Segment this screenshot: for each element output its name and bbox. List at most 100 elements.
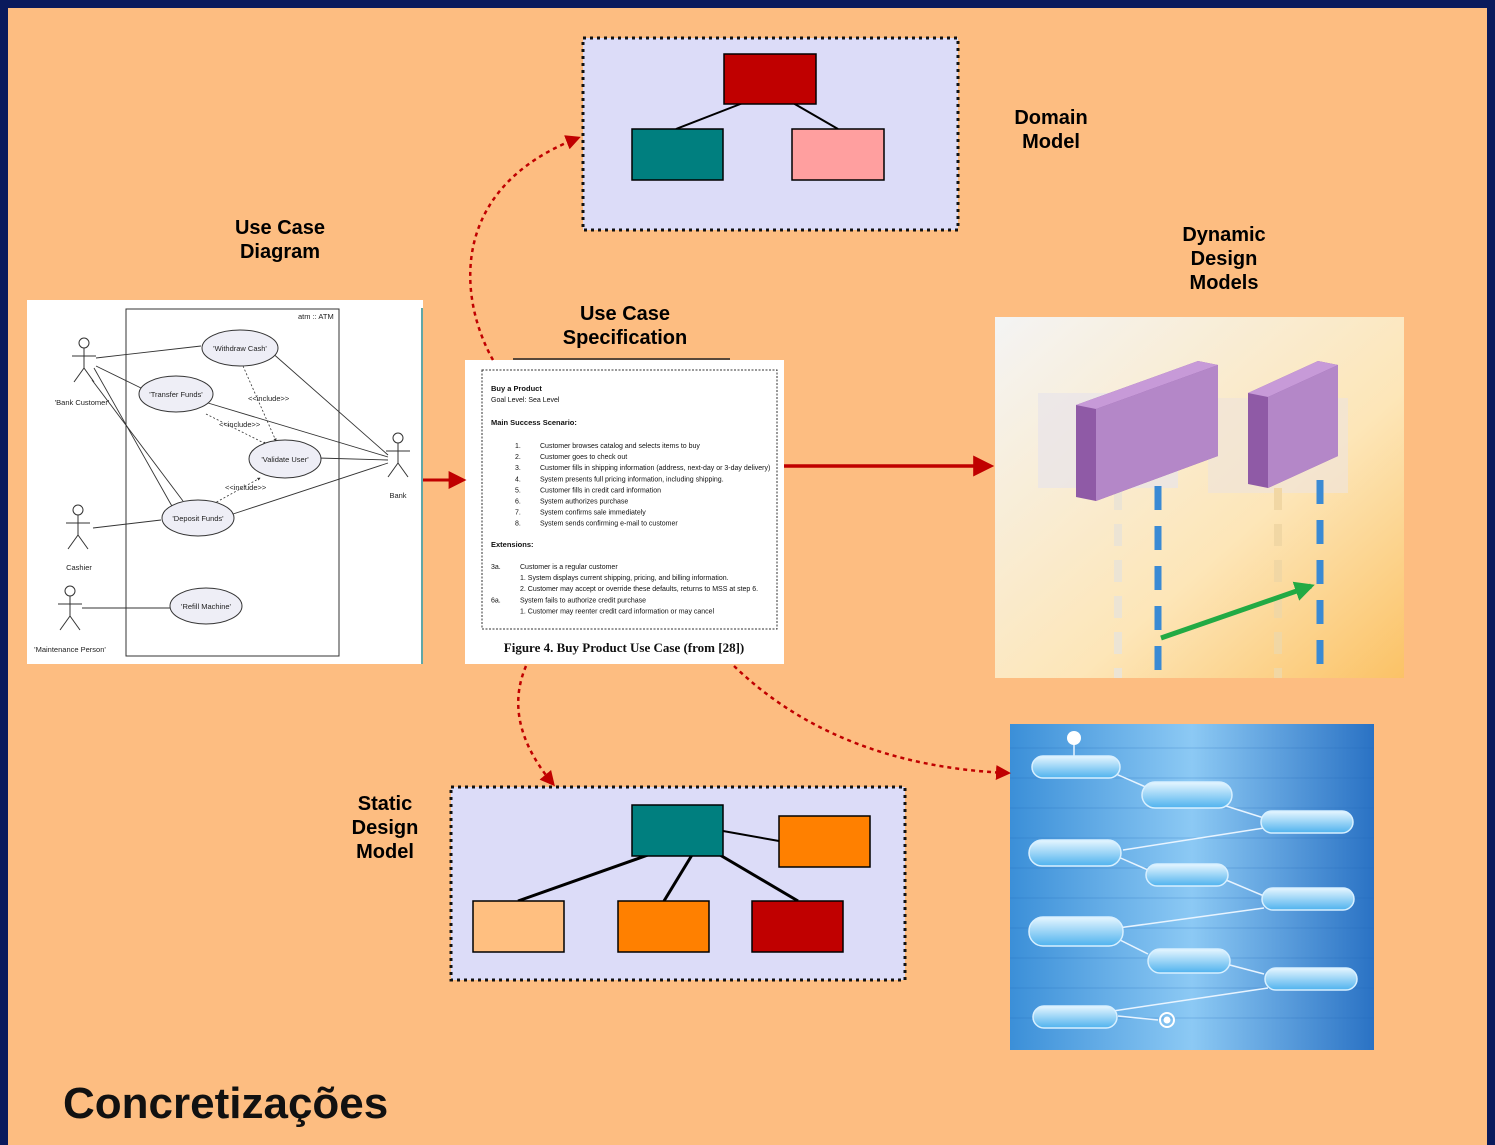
actor-label: Bank xyxy=(389,491,406,500)
actor-icon xyxy=(66,504,90,550)
spec-step-number: 5. xyxy=(515,487,521,494)
spec-step-number: 2. xyxy=(515,454,521,461)
class-box xyxy=(723,53,817,105)
label-line: Use Case xyxy=(580,303,670,325)
activity-node xyxy=(1260,810,1354,834)
spec-step-text: System confirms sale immediately xyxy=(540,510,646,517)
actor-label: 'Bank Customer' xyxy=(55,398,110,407)
label-line: Design xyxy=(352,817,419,839)
spec-goal: Goal Level: Sea Level xyxy=(491,397,560,404)
label-line: Design xyxy=(1191,248,1258,270)
spec-step-text: Customer goes to check out xyxy=(540,454,627,461)
use-case-diagram-image: atm :: ATM <<include>> <<include>> <<inc… xyxy=(27,300,423,664)
spec-main-title: Main Success Scenario: xyxy=(491,418,577,427)
class-box xyxy=(791,128,885,181)
label-domain-model: Domain Model xyxy=(1014,107,1087,153)
label-use-case-diagram: Use Case Diagram xyxy=(235,217,325,263)
label-line: Specification xyxy=(563,327,687,349)
slide-title: Concretizações xyxy=(63,1079,388,1128)
label-line: Diagram xyxy=(240,241,320,263)
label-line: Domain xyxy=(1014,107,1087,129)
static-design-model-panel xyxy=(449,785,907,982)
label-static-design-model: Static Design Model xyxy=(352,793,419,863)
spec-step-number: 6. xyxy=(515,499,521,506)
label-line: Model xyxy=(1022,131,1080,153)
spec-extension-text: System fails to authorize credit purchas… xyxy=(520,597,646,604)
class-box xyxy=(472,900,565,953)
spec-step-text: System sends confirming e-mail to custom… xyxy=(540,521,678,528)
spec-step-text: System authorizes purchase xyxy=(540,499,628,506)
label-line: Static xyxy=(358,793,412,815)
spec-step-number: 1. xyxy=(515,443,521,450)
include-label: <<include>> xyxy=(248,394,290,403)
spec-extension-number: 6a. xyxy=(491,597,501,604)
label-use-case-specification: Use Case Specification xyxy=(563,303,687,349)
spec-step-text: System presents full pricing information… xyxy=(540,476,724,483)
slide: Use Case Diagram Use Case Specification … xyxy=(8,8,1487,1145)
spec-step-number: 8. xyxy=(515,521,521,528)
actor-icon xyxy=(58,585,82,631)
class-box xyxy=(617,900,710,953)
activity-node xyxy=(1147,948,1231,974)
arrows xyxy=(423,135,1011,787)
use-case-ellipse xyxy=(248,439,322,479)
domain-model-panel xyxy=(581,36,960,232)
spec-caption: Figure 4. Buy Product Use Case (from [28… xyxy=(504,640,744,655)
dotted-arrow xyxy=(517,665,555,787)
use-case-ellipse xyxy=(201,329,279,367)
spec-extension-text: 2. Customer may accept or override these… xyxy=(520,586,758,593)
sequence-diagram-image xyxy=(995,317,1404,678)
include-label: <<include>> xyxy=(219,420,261,429)
spec-step-text: Customer browses catalog and selects ite… xyxy=(540,443,700,450)
spec-extension-text: 1. System displays current shipping, pri… xyxy=(520,575,729,582)
spec-extensions: 3a. Customer is a regular customer 1. Syst… xyxy=(491,564,758,615)
actor-label: Cashier xyxy=(66,563,92,572)
activity-node xyxy=(1031,755,1121,779)
dotted-arrow xyxy=(469,135,581,361)
use-case-ellipse xyxy=(138,375,214,413)
label-line: Models xyxy=(1190,272,1259,294)
activity-node xyxy=(1145,863,1229,887)
spec-step-text: Customer fills in credit card informatio… xyxy=(540,487,661,494)
label-dynamic-design-models: Dynamic Design Models xyxy=(1182,224,1265,294)
use-case-label: 'Deposit Funds' xyxy=(172,514,224,523)
use-case-label: 'Withdraw Cash' xyxy=(213,344,267,353)
label-line: Model xyxy=(356,841,414,863)
actor-icon xyxy=(72,337,96,383)
use-case-label: 'Validate User' xyxy=(261,455,309,464)
spec-step-number: 3. xyxy=(515,465,521,472)
spec-extension-text: Customer is a regular customer xyxy=(520,564,618,571)
class-box xyxy=(751,900,844,953)
activity-diagram-image xyxy=(1010,724,1374,1050)
class-box xyxy=(778,815,871,868)
spec-extension-text: 1. Customer may reenter credit card info… xyxy=(520,608,715,615)
activity-node xyxy=(1032,1005,1118,1029)
spec-step-number: 4. xyxy=(515,476,521,483)
spec-steps: 1. Customer browses catalog and selects i… xyxy=(515,443,770,528)
use-case-specification-image: Buy a Product Goal Level: Sea Level Main… xyxy=(465,358,784,664)
spec-step-text: Customer fills in shipping information (… xyxy=(540,465,770,472)
label-line: Use Case xyxy=(235,217,325,239)
use-case-label: 'Refill Machine' xyxy=(181,602,232,611)
class-box xyxy=(631,804,724,857)
spec-ext-title: Extensions: xyxy=(491,540,534,549)
activity-node xyxy=(1028,839,1122,867)
class-box xyxy=(631,128,724,181)
spec-heading: Buy a Product xyxy=(491,384,542,393)
label-line: Dynamic xyxy=(1182,224,1265,246)
spec-step-number: 7. xyxy=(515,510,521,517)
diagram-canvas: Use Case Diagram Use Case Specification … xyxy=(27,36,1404,1128)
actor-icon xyxy=(386,432,410,478)
activity-node xyxy=(1141,781,1233,809)
use-case-ellipse xyxy=(169,587,243,625)
dotted-arrow xyxy=(733,665,1011,780)
include-label: <<include>> xyxy=(225,483,267,492)
activity-node xyxy=(1261,887,1355,911)
use-case-ellipse xyxy=(161,499,235,537)
use-case-label: 'Transfer Funds' xyxy=(149,390,203,399)
system-name: atm :: ATM xyxy=(298,312,334,321)
activity-node xyxy=(1264,967,1358,991)
actor-label: 'Maintenance Person' xyxy=(34,645,106,654)
activity-node xyxy=(1028,916,1124,947)
spec-extension-number: 3a. xyxy=(491,564,501,571)
